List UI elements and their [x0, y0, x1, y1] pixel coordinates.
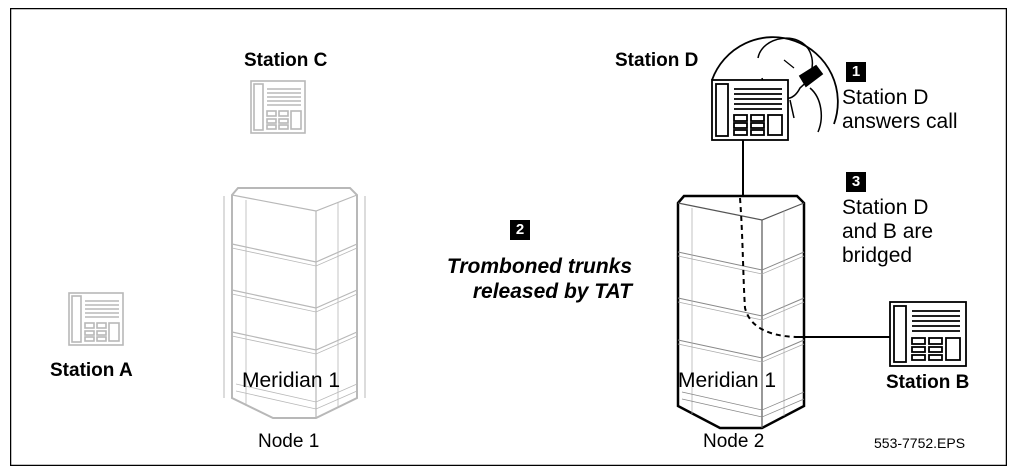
station-b-label: Station B [886, 372, 970, 393]
node2-label: Node 2 [703, 431, 765, 452]
file-id: 553-7752.EPS [874, 435, 966, 451]
step-1-text: Station D answers call [842, 86, 958, 134]
step-2-line-1: Tromboned trunks [446, 255, 632, 278]
station-a-label: Station A [50, 360, 133, 381]
node1-system-label: Meridian 1 [242, 369, 341, 392]
step-1-line-1: Station D [842, 86, 929, 109]
diagram-frame: Station C Station D Station A Station B … [10, 8, 1007, 466]
station-c-phone [250, 80, 306, 134]
step-3-text: Station D and B are bridged [842, 196, 933, 268]
step-2-text: Tromboned trunks released by TAT [408, 254, 632, 304]
bridge-path [739, 197, 797, 338]
node2-cabinet [676, 194, 806, 430]
step-1-badge: 1 [846, 62, 866, 82]
node1-label: Node 1 [258, 431, 320, 452]
step-2-badge: 2 [510, 220, 530, 240]
station-d-phone [711, 79, 789, 141]
step-3-line-1: Station D [842, 196, 929, 219]
step-3-line-2: and B are [842, 220, 934, 243]
station-a-phone [68, 292, 124, 346]
station-b-phone [889, 301, 967, 367]
step-3-line-3: bridged [842, 244, 913, 267]
node1-cabinet [223, 187, 366, 419]
station-d-label: Station D [615, 50, 699, 71]
step-1-line-2: answers call [842, 110, 958, 133]
step-3-badge: 3 [846, 172, 866, 192]
step-2-line-2: released by TAT [472, 280, 632, 303]
node2-system-label: Meridian 1 [678, 369, 777, 392]
diagram-canvas [10, 8, 1007, 466]
diagram-border [10, 8, 1007, 466]
station-c-label: Station C [244, 50, 328, 71]
